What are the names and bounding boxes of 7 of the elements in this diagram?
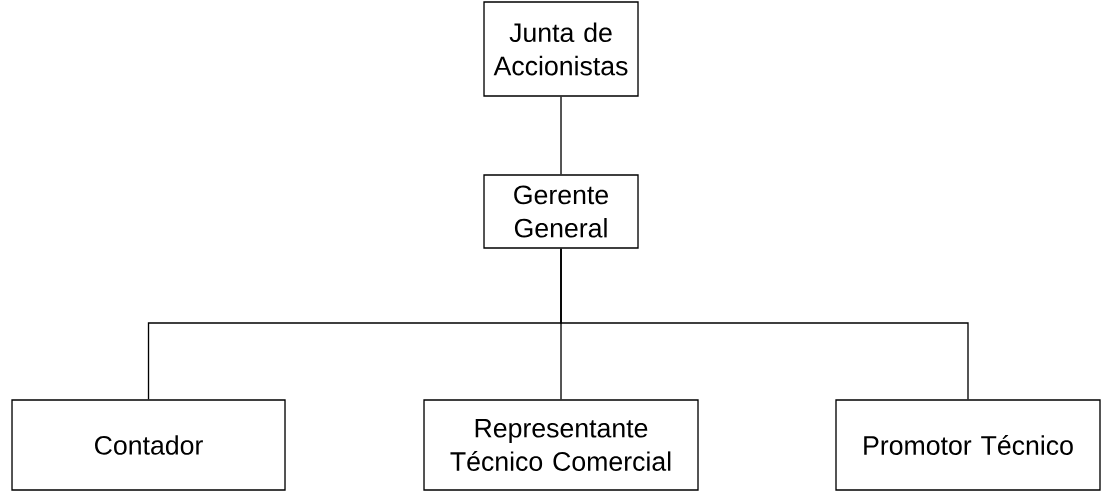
org-box: Representante Técnico Comercial (423, 399, 699, 491)
connector-line (560, 248, 969, 400)
org-box: Contador (11, 399, 286, 491)
org-box: Junta de Accionistas (483, 1, 639, 97)
org-box: Promotor Técnico (835, 399, 1101, 491)
org-box: Gerente General (483, 174, 639, 249)
connector-line (560, 96, 562, 175)
